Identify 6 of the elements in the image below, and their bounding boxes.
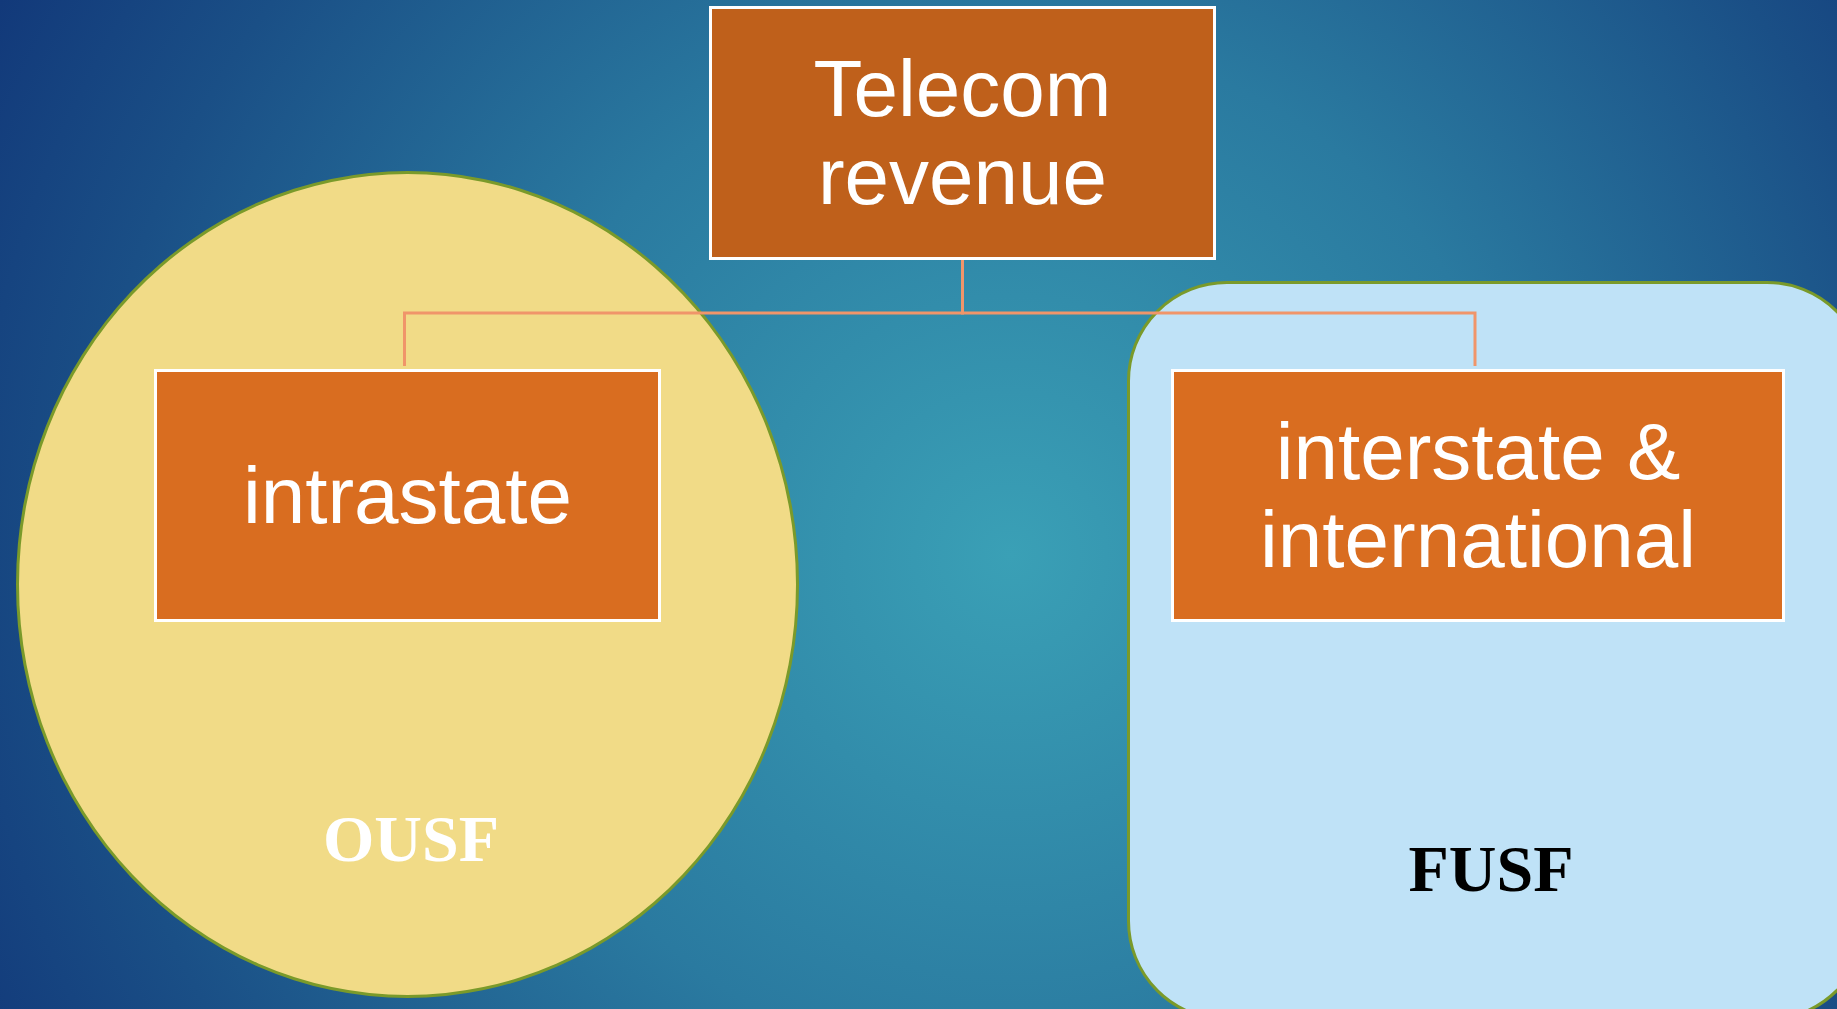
fund-panel	[1127, 281, 1837, 1009]
fund-label: FUSF	[1407, 836, 1575, 902]
fund-label: OUSF	[322, 806, 500, 872]
category-box: interstate & international	[1171, 369, 1785, 622]
category-box: Telecom revenue	[709, 6, 1216, 260]
category-box: intrastate	[154, 369, 661, 622]
